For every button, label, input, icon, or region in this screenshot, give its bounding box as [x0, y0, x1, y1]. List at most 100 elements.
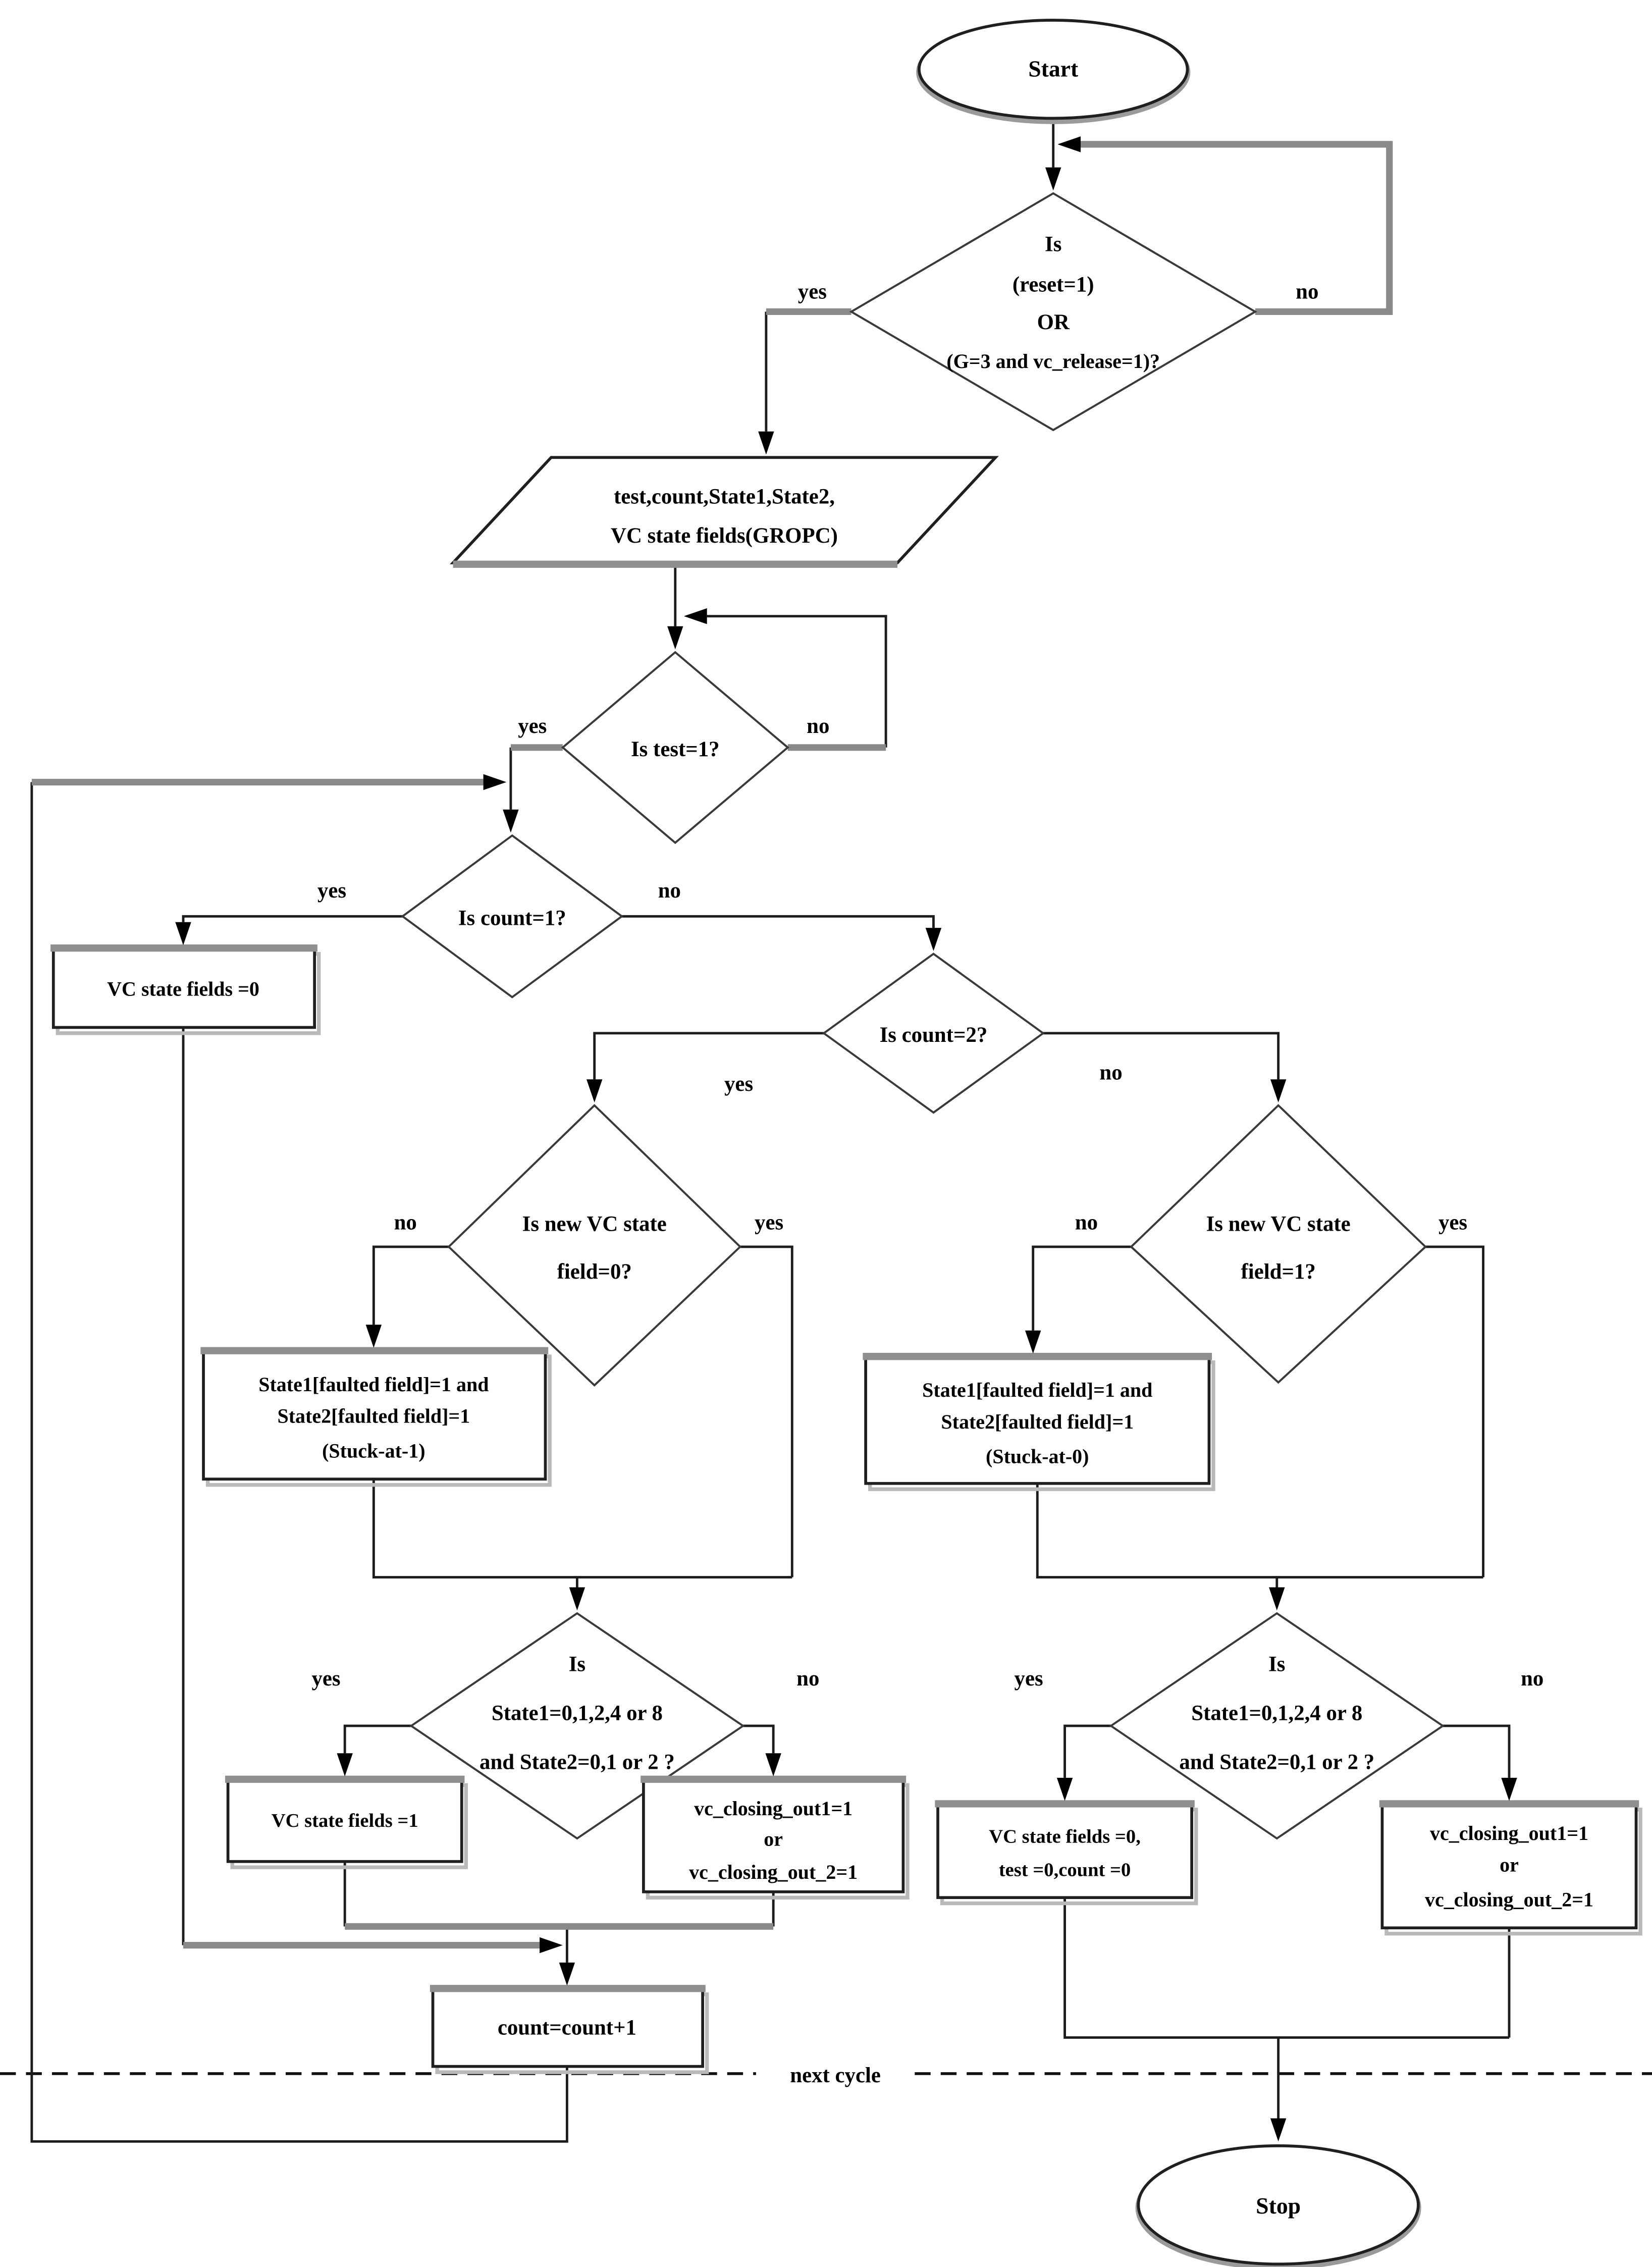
box-stuckat1-line2: State2[faulted field]=1	[277, 1405, 470, 1428]
arrowhead-into-state-right	[1269, 1587, 1285, 1611]
decision-newvc-left-line1: Is new VC state	[522, 1212, 667, 1236]
label-yes-state-right: yes	[1015, 1667, 1043, 1691]
stop-label: Stop	[1256, 2193, 1301, 2219]
stop-terminator	[1137, 2144, 1420, 2266]
arrowhead-into-stuckat1	[365, 1325, 382, 1348]
arrowhead-into-newvc-right	[1270, 1079, 1287, 1103]
box-vcreset	[936, 1802, 1193, 1900]
shapes	[50, 19, 1642, 2267]
arrowhead-into-closing-right	[1501, 1777, 1517, 1801]
box-closing-left-line1: vc_closing_out1=1	[694, 1797, 852, 1820]
connector-test-no-loop	[707, 615, 887, 748]
label-yes-test: yes	[518, 714, 547, 738]
arrowhead-into-count1	[503, 809, 519, 833]
label-yes-newvc-left: yes	[755, 1211, 783, 1235]
label-yes-count2: yes	[724, 1072, 753, 1096]
arrowhead-into-vcfields1	[337, 1753, 353, 1777]
arrowhead-into-stuckat0	[1025, 1330, 1041, 1354]
connector-state-left-no	[743, 1724, 775, 1754]
decision-state-right-line3: and State2=0,1 or 2 ?	[1179, 1751, 1374, 1774]
box-stuckat0-line3: (Stuck-at-0)	[986, 1445, 1089, 1468]
decision-reset-line1: Is	[1045, 232, 1061, 256]
connectors-black	[30, 118, 1511, 2143]
decision-reset-line4: (G=3 and vc_release=1)?	[946, 350, 1160, 373]
branch-labels: yes no yes no yes no yes no no yes no ye…	[311, 280, 1543, 1691]
arrowhead-into-state-left	[569, 1587, 585, 1611]
label-no-state-left: no	[796, 1667, 819, 1691]
label-yes-state-left: yes	[311, 1667, 340, 1691]
decision-state-right	[1109, 1612, 1445, 1840]
arrowhead-into-increment	[559, 1962, 575, 1986]
connector-count2-no	[1043, 1032, 1280, 1080]
label-no-test: no	[807, 714, 829, 738]
decision-reset-line2: (reset=1)	[1012, 273, 1094, 296]
connector-newvc-left-no	[372, 1245, 449, 1325]
arrowhead-test-loop	[683, 608, 707, 624]
data-inputs-line1: test,count,State1,State2,	[614, 485, 835, 509]
connectors-gray	[31, 141, 1393, 1949]
decision-newvc-right	[1130, 1103, 1427, 1384]
connector-count1-no	[622, 915, 935, 928]
label-yes-reset: yes	[798, 280, 827, 304]
decision-state-left-line1: Is	[569, 1652, 585, 1676]
connector-state-right-yes	[1063, 1724, 1111, 1778]
arrowhead-into-count2	[925, 928, 942, 951]
box-closing-right-line1: vc_closing_out1=1	[1430, 1822, 1588, 1844]
box-stuckat0-line1: State1[faulted field]=1 and	[922, 1379, 1152, 1401]
box-increment-label: count=count+1	[498, 2016, 636, 2040]
data-inputs-line2: VC state fields(GROPC)	[611, 524, 838, 548]
label-no-count1: no	[658, 879, 681, 903]
connector-newvc-right-no	[1032, 1245, 1132, 1331]
box-vcfields1	[226, 1777, 463, 1863]
box-closing-left-line3: vc_closing_out_2=1	[689, 1861, 858, 1883]
box-closing-right	[1380, 1802, 1638, 1930]
label-yes-newvc-right: yes	[1438, 1211, 1467, 1235]
connector-stuckat1-out	[372, 1479, 792, 1578]
label-no-reset: no	[1296, 280, 1318, 304]
start-label: Start	[1028, 56, 1079, 82]
decision-reset-line3: OR	[1037, 310, 1070, 334]
decision-state-left-line3: and State2=0,1 or 2 ?	[479, 1751, 675, 1774]
box-vcreset-line2: test =0,count =0	[999, 1859, 1131, 1880]
arrowhead-into-vcreset	[1056, 1777, 1073, 1801]
connector-state-right-no	[1443, 1724, 1511, 1778]
arrowhead-into-vcfields0	[175, 922, 191, 945]
arrowhead-into-reset	[1045, 167, 1061, 191]
arrowhead-vcfields0-merge	[540, 1937, 563, 1954]
decision-state-right-line1: Is	[1268, 1652, 1285, 1676]
box-closing-left-line2: or	[764, 1827, 783, 1850]
decision-newvc-right-line2: field=1?	[1241, 1260, 1316, 1284]
decision-count2	[822, 953, 1045, 1114]
connector-newvc-left-yes	[740, 1245, 793, 1577]
decision-state-left-line2: State1=0,1,2,4 or 8	[492, 1702, 663, 1725]
arrowhead-into-inputs	[758, 431, 774, 455]
arrowhead-into-test	[667, 626, 683, 650]
box-vcfields0	[51, 946, 316, 1029]
box-vcreset-line1: VC state fields =0,	[989, 1826, 1141, 1848]
next-cycle-label: next cycle	[790, 2064, 881, 2087]
connector-count2-yes	[593, 1032, 824, 1080]
decision-state-right-line2: State1=0,1,2,4 or 8	[1191, 1702, 1362, 1725]
decision-reset	[849, 192, 1257, 432]
box-vcfields1-label: VC state fields =1	[272, 1810, 418, 1831]
box-stuckat1-line3: (Stuck-at-1)	[322, 1439, 425, 1462]
arrowhead-into-stop	[1270, 2118, 1287, 2142]
box-closing-right-line3: vc_closing_out_2=1	[1425, 1888, 1593, 1911]
arrowheads	[175, 136, 1517, 2142]
label-yes-count1: yes	[317, 879, 346, 903]
connector-newvc-right-yes	[1425, 1245, 1484, 1577]
box-closing-left	[642, 1777, 905, 1893]
label-no-count2: no	[1099, 1061, 1122, 1084]
connector-increment-return	[30, 782, 568, 2143]
box-stuckat1-line1: State1[faulted field]=1 and	[258, 1373, 489, 1396]
label-no-state-right: no	[1521, 1667, 1543, 1691]
decision-newvc-left-line2: field=0?	[557, 1260, 632, 1284]
label-no-newvc-right: no	[1075, 1211, 1098, 1235]
connector-vcreset-out	[1063, 1897, 1510, 2039]
decision-count1-label: Is count=1?	[458, 906, 566, 930]
decision-test-label: Is test=1?	[631, 737, 720, 761]
decision-test	[561, 651, 789, 845]
node-texts: Start Is (reset=1) OR (G=3 and vc_releas…	[107, 56, 1593, 2219]
box-stuckat0	[864, 1355, 1211, 1485]
